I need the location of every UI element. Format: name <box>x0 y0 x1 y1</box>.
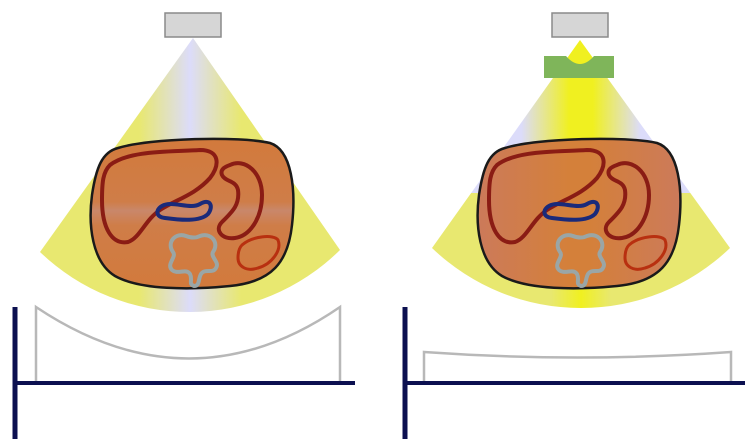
xray-source-right <box>552 13 608 37</box>
profile-curve-right <box>424 352 731 383</box>
dose-profile-right <box>405 307 745 439</box>
panel-right <box>405 13 745 439</box>
body-cross-section-left <box>91 139 294 288</box>
xray-source-left <box>165 13 221 37</box>
body-cross-section-right <box>478 139 681 288</box>
panel-left <box>15 13 355 439</box>
dose-profile-left <box>15 307 355 439</box>
profile-curve-left <box>36 307 340 383</box>
